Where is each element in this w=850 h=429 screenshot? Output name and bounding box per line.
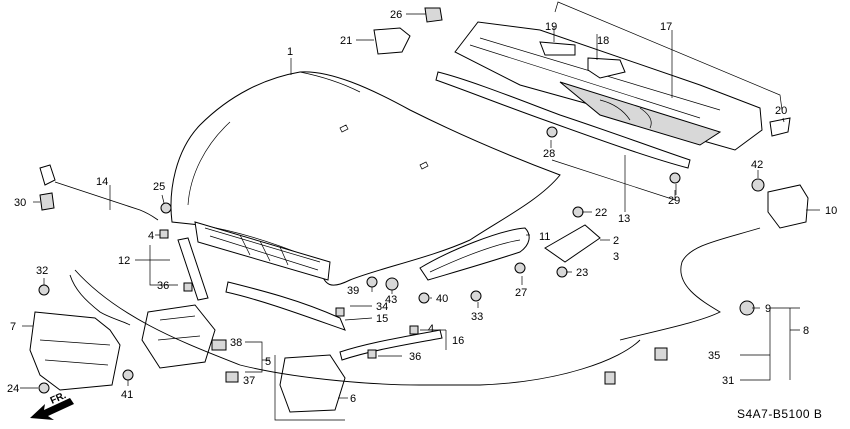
callout-43: 43 xyxy=(385,294,397,306)
callout-22: 22 xyxy=(595,207,607,219)
release-cable xyxy=(39,164,159,221)
callout-41: 41 xyxy=(121,389,133,401)
callout-9: 9 xyxy=(765,303,771,315)
hood-panel xyxy=(170,71,561,286)
callout-16: 16 xyxy=(452,335,464,347)
bolt-24 xyxy=(38,382,50,394)
callout-2: 2 xyxy=(613,235,619,247)
callout-8: 8 xyxy=(803,325,809,337)
clip-35 xyxy=(654,347,668,361)
front-direction-arrow: FR. xyxy=(30,390,74,420)
callout-11: 11 xyxy=(539,231,550,243)
clip-36b xyxy=(367,349,377,359)
callout-numbers: 1 2 3 4 4 5 6 7 8 9 10 11 12 13 14 15 16… xyxy=(7,9,837,405)
lock-bracket xyxy=(544,224,601,263)
callout-18: 18 xyxy=(597,35,609,47)
callout-35: 35 xyxy=(708,350,720,362)
callout-12: 12 xyxy=(118,255,130,267)
callout-36b: 36 xyxy=(409,351,421,363)
callout-38: 38 xyxy=(230,337,242,349)
callout-25: 25 xyxy=(153,181,165,193)
clip-4b xyxy=(409,325,419,335)
clip-20 xyxy=(769,117,791,137)
callout-39: 39 xyxy=(347,285,359,297)
callout-24: 24 xyxy=(7,383,19,395)
clip-28 xyxy=(546,126,558,138)
prop-rod-bracket xyxy=(177,237,209,301)
callout-40: 40 xyxy=(436,293,448,305)
latch-bracket xyxy=(767,184,809,229)
callout-4b: 4 xyxy=(428,323,434,335)
clip-4a xyxy=(159,229,169,239)
callout-26: 26 xyxy=(390,9,402,21)
callout-19: 19 xyxy=(545,21,557,33)
callout-36a: 36 xyxy=(157,280,169,292)
release-cable-2 xyxy=(619,227,761,341)
lower-hood-lock xyxy=(279,354,346,413)
callout-1: 1 xyxy=(287,46,293,58)
callout-28: 28 xyxy=(543,148,555,160)
callout-4a: 4 xyxy=(148,230,154,242)
callout-34: 34 xyxy=(376,301,388,313)
callout-14: 14 xyxy=(96,176,108,188)
clip-34 xyxy=(335,307,345,317)
callout-27: 27 xyxy=(515,287,527,299)
callout-3: 3 xyxy=(613,251,619,263)
clip-43 xyxy=(385,277,399,291)
callout-33: 33 xyxy=(471,311,483,323)
callout-5: 5 xyxy=(265,356,271,368)
main-cable-run xyxy=(74,269,641,386)
callout-13: 13 xyxy=(618,213,630,225)
clip-25 xyxy=(160,202,172,214)
side-seal-strip xyxy=(339,329,443,361)
callout-7: 7 xyxy=(10,321,16,333)
callout-42: 42 xyxy=(751,159,763,171)
clip-26 xyxy=(424,7,443,23)
callout-29: 29 xyxy=(668,195,680,207)
callout-6: 6 xyxy=(350,393,356,405)
clip-31 xyxy=(604,371,616,385)
bolt-32 xyxy=(38,284,50,296)
clip-38 xyxy=(211,339,227,351)
front-seal-strip xyxy=(225,281,346,331)
callout-31: 31 xyxy=(722,375,734,387)
hood-seal xyxy=(419,227,530,281)
bolt-23 xyxy=(556,266,568,278)
bracket-21 xyxy=(373,27,411,55)
callout-21: 21 xyxy=(340,35,352,47)
cowl-top-panel xyxy=(435,21,763,169)
clip-36a xyxy=(183,282,193,292)
clip-29 xyxy=(669,172,681,184)
callout-10: 10 xyxy=(825,205,837,217)
clip-37 xyxy=(225,371,239,383)
callout-30: 30 xyxy=(14,197,26,209)
lower-tray xyxy=(29,311,121,391)
callout-23: 23 xyxy=(576,267,588,279)
clip-27 xyxy=(514,262,526,274)
bolt-42 xyxy=(751,178,765,192)
callout-32: 32 xyxy=(36,265,48,277)
leader-lines xyxy=(20,1,820,399)
hood-lock xyxy=(69,274,216,369)
callout-15: 15 xyxy=(376,313,388,325)
bumper-40 xyxy=(418,292,430,304)
callout-37: 37 xyxy=(243,375,255,387)
callout-20: 20 xyxy=(775,105,787,117)
clip-33 xyxy=(470,290,482,302)
clip-39 xyxy=(366,276,378,288)
diagram-code-label: S4A7-B5100 B xyxy=(737,407,823,421)
grommet-9 xyxy=(739,300,755,316)
callout-17: 17 xyxy=(660,21,672,33)
bolt-41 xyxy=(122,369,134,381)
bolt-22 xyxy=(572,206,584,218)
